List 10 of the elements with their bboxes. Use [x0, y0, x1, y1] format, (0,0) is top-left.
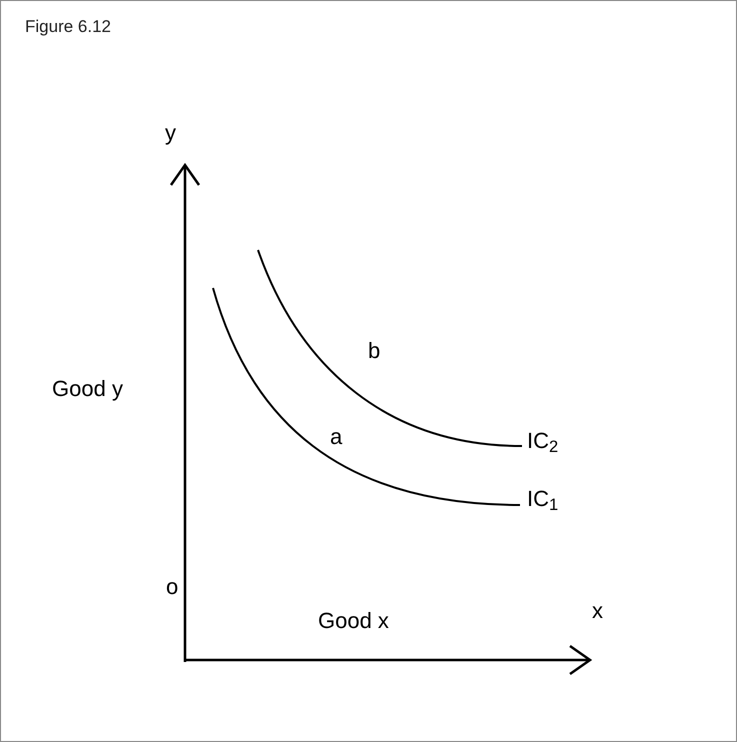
point-label: a [330, 424, 342, 450]
axis-title: Good y [51, 376, 124, 402]
curve-label: IC$_{1}$ [527, 486, 558, 512]
curve-label: IC$_{2}$ [527, 428, 558, 454]
axis-label: x [592, 598, 603, 624]
figure-title: Figure 6.12 [25, 16, 111, 38]
axis-label: y [165, 120, 176, 146]
point-label: b [368, 338, 380, 364]
origin-label: o [166, 574, 178, 600]
axis-title: Good x [318, 608, 389, 634]
